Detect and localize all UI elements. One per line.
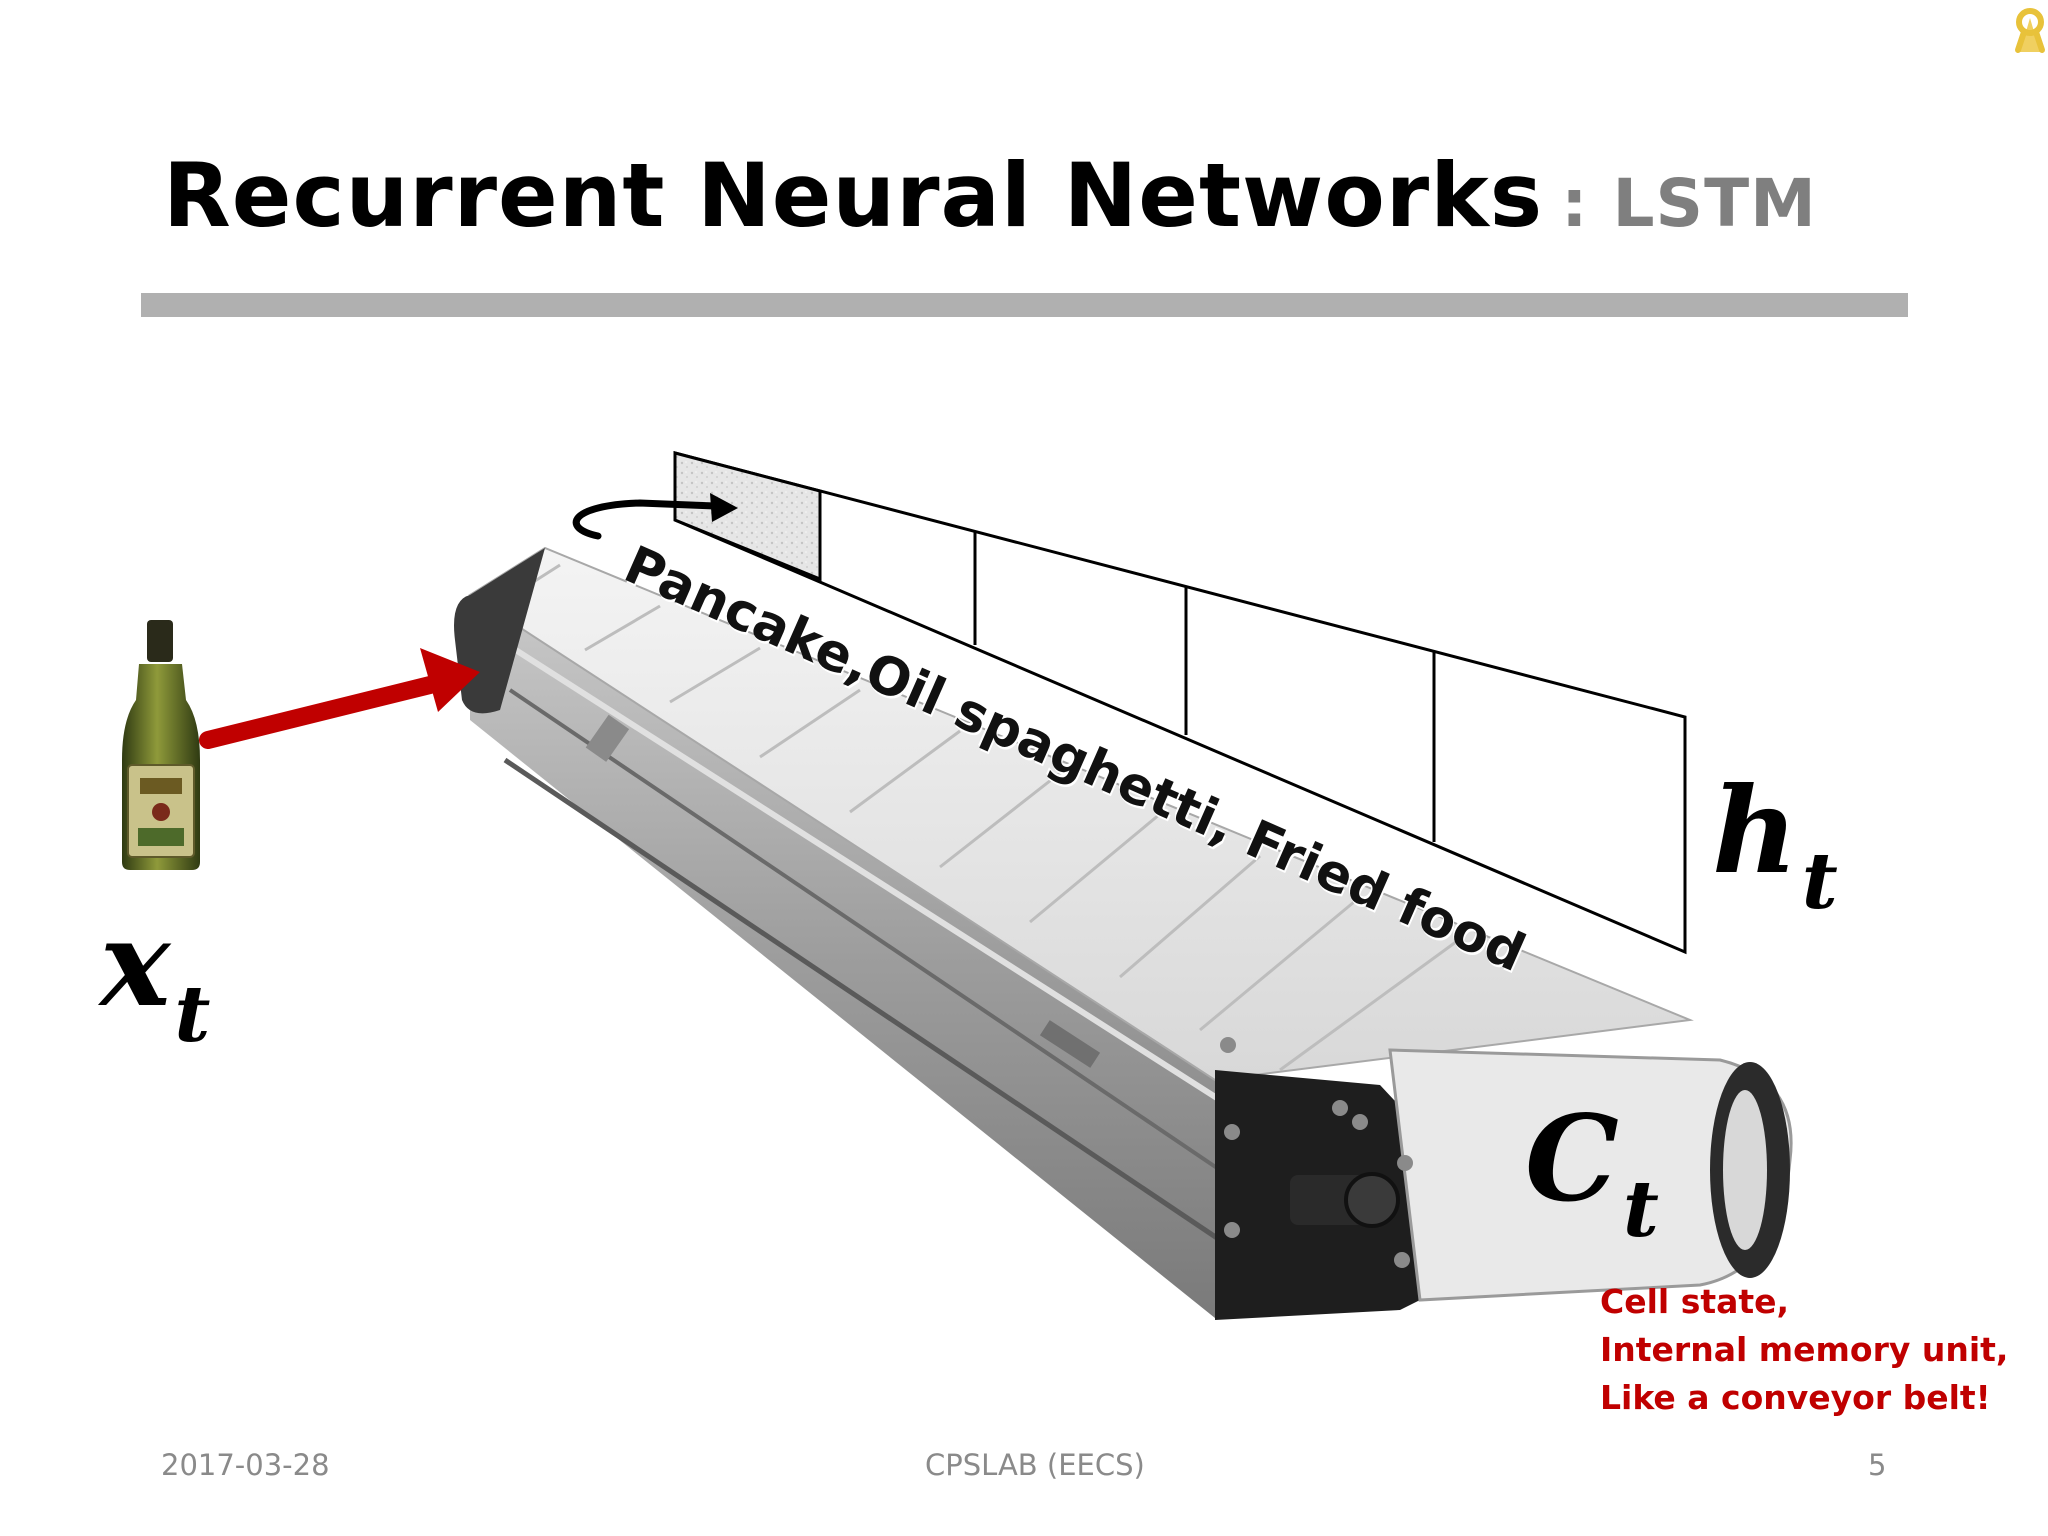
input-symbol-base: x bbox=[100, 894, 171, 1033]
page-number: 5 bbox=[1868, 1448, 1887, 1482]
title-divider bbox=[141, 293, 1908, 317]
input-arrow bbox=[199, 648, 480, 749]
note-line: Internal memory unit, bbox=[1600, 1330, 2009, 1369]
note-line: Cell state, bbox=[1600, 1282, 1790, 1321]
slide-title: Recurrent Neural Networks: LSTM bbox=[163, 152, 1817, 240]
cell-symbol-base: C bbox=[1525, 1089, 1619, 1228]
ribbon-icon bbox=[2015, 8, 2045, 53]
oil-bottle-icon bbox=[122, 620, 200, 870]
cell-symbol: Ct bbox=[1525, 1100, 1659, 1249]
footer-center: CPSLAB (EECS) bbox=[925, 1448, 1145, 1482]
input-symbol-sub: t bbox=[174, 969, 211, 1060]
title-subtitle: : LSTM bbox=[1561, 165, 1817, 242]
conveyor-belt-icon bbox=[454, 546, 1793, 1320]
hidden-symbol: ht bbox=[1712, 772, 1838, 921]
cell-symbol-sub: t bbox=[1622, 1164, 1659, 1255]
note-line: Like a conveyor belt! bbox=[1600, 1378, 1991, 1417]
title-main: Recurrent Neural Networks bbox=[163, 144, 1544, 247]
hidden-symbol-base: h bbox=[1712, 761, 1798, 900]
cell-state-note: Cell state, Internal memory unit, Like a… bbox=[1600, 1278, 2008, 1422]
recurrent-arrow bbox=[572, 493, 738, 540]
input-symbol: xt bbox=[100, 905, 210, 1054]
hidden-symbol-sub: t bbox=[1801, 836, 1838, 927]
footer-date: 2017-03-28 bbox=[161, 1448, 330, 1482]
hidden-state-strip bbox=[673, 451, 1687, 955]
